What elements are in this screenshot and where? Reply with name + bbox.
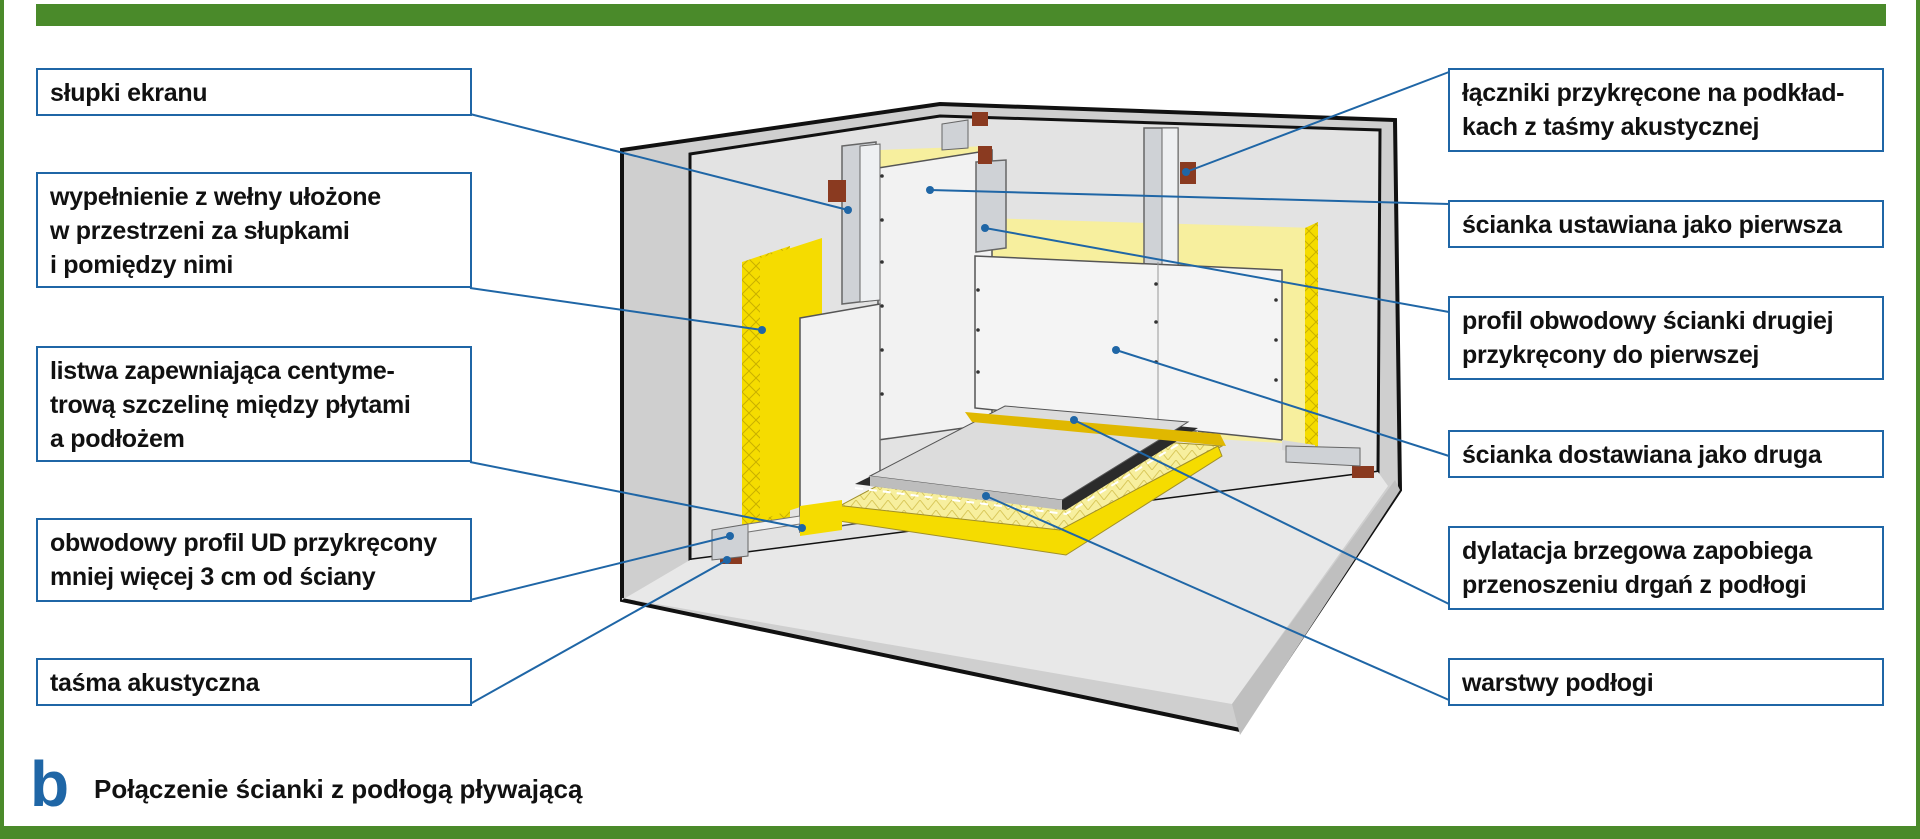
- leader-tasma: [469, 559, 728, 705]
- label-text: obwodowy profil UD przykręcony: [50, 529, 437, 557]
- label-scianka-pierwsza: ścianka ustawiana jako pierwsza: [1448, 200, 1884, 248]
- label-text: a podłożem: [50, 425, 185, 453]
- edge-dilatation-strip: [965, 412, 1226, 446]
- label-text: i pomiędzy nimi: [50, 251, 234, 279]
- top-green-bar: [36, 4, 1886, 26]
- tape-pad-6: [1352, 466, 1374, 478]
- label-text: ścianka ustawiana jako pierwsza: [1462, 211, 1842, 239]
- label-text: przenoszeniu drgań z podłogi: [1462, 571, 1807, 599]
- stud-middle: [975, 159, 1007, 253]
- label-wypelnienie-welna: wypełnienie z wełny ułożone w przestrzen…: [36, 172, 472, 288]
- leader-scianka-druga: [1115, 349, 1450, 457]
- bottom-green-bar: [0, 826, 1920, 839]
- label-text: mniej więcej 3 cm od ściany: [50, 563, 376, 591]
- room-floor: [622, 472, 1388, 704]
- label-text: przykręcony do pierwszej: [1462, 341, 1760, 369]
- label-slupki-ekranu: słupki ekranu: [36, 68, 472, 116]
- front-profiles: [711, 412, 1226, 561]
- label-text: taśma akustyczna: [50, 669, 260, 697]
- leader-dylatacja: [1073, 419, 1450, 605]
- label-laczniki: łączniki przykręcone na podkład- kach z …: [1448, 68, 1884, 152]
- leader-profil-ud: [469, 535, 731, 601]
- leader-dots: [723, 168, 1190, 564]
- tape-pad-2: [972, 112, 988, 126]
- label-text: warstwy podłogi: [1462, 669, 1654, 697]
- label-text: łączniki przykręcone na podkład-: [1462, 79, 1845, 107]
- leader-slupki-ekranu: [469, 113, 849, 211]
- leader-profil-obwodowy: [984, 227, 1450, 313]
- leader-listwa: [469, 461, 803, 529]
- leader-laczniki: [1185, 71, 1450, 173]
- label-listwa: listwa zapewniająca centyme- trową szcze…: [36, 346, 472, 462]
- leader-lines: [469, 71, 1450, 705]
- leader-welna: [469, 287, 763, 331]
- label-profil-ud: obwodowy profil UD przykręcony mniej wię…: [36, 518, 472, 602]
- label-text: dylatacja brzegowa zapobiega: [1462, 537, 1813, 565]
- room-floor-edge: [1232, 480, 1400, 735]
- figure-letter: b: [30, 748, 70, 820]
- leader-warstwy-podlogi: [985, 495, 1450, 701]
- label-text: w przestrzeni za słupkami: [50, 217, 350, 245]
- label-text: wypełnienie z wełny ułożone: [50, 183, 381, 211]
- ud-profile-front: [711, 523, 749, 561]
- label-scianka-druga: ścianka dostawiana jako druga: [1448, 430, 1884, 478]
- label-text: kach z taśmy akustycznej: [1462, 113, 1760, 141]
- leader-scianka-pierwsza: [929, 189, 1450, 205]
- label-warstwy-podlogi: warstwy podłogi: [1448, 658, 1884, 706]
- label-text: listwa zapewniająca centyme-: [50, 357, 395, 385]
- tape-pad-3: [978, 146, 992, 164]
- figure-caption: Połączenie ścianki z podłogą pływającą: [94, 774, 583, 804]
- label-text: ścianka dostawiana jako druga: [1462, 441, 1822, 469]
- label-text: trową szczelinę między płytami: [50, 391, 411, 419]
- label-profil-obwodowy: profil obwodowy ścianki drugiej przykręc…: [1448, 296, 1884, 380]
- second-wall: [974, 255, 1361, 467]
- label-tasma-akustyczna: taśma akustyczna: [36, 658, 472, 706]
- tape-pad-1: [828, 180, 846, 202]
- label-text: słupki ekranu: [50, 79, 208, 107]
- label-dylatacja: dylatacja brzegowa zapobiega przenoszeni…: [1448, 526, 1884, 610]
- second-wall-ud-profile: [1285, 445, 1361, 467]
- label-text: profil obwodowy ścianki drugiej: [1462, 307, 1834, 335]
